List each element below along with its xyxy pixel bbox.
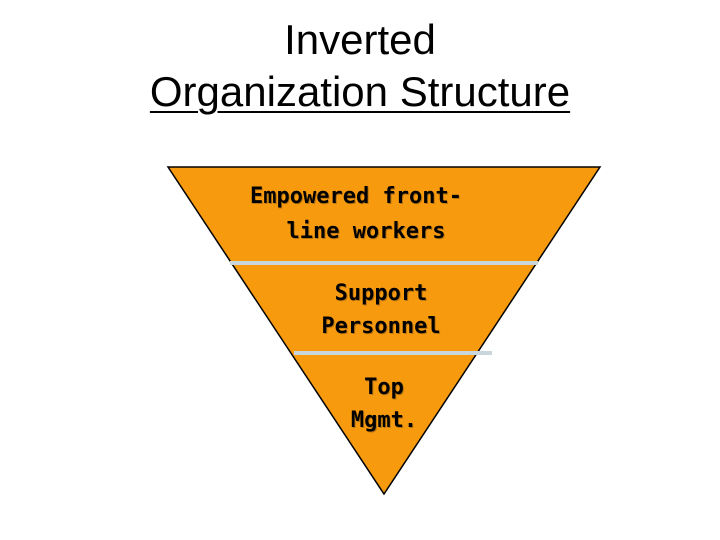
tier-middle-line-1: Support xyxy=(335,281,428,306)
tier-middle-line-1-shadow: Support xyxy=(336,282,429,307)
tier-bottom-line-2-shadow: Mgmt. xyxy=(352,409,418,434)
tier-bottom-line-1: Top xyxy=(364,375,404,400)
tier-middle: Support Support Personnel Personnel xyxy=(321,281,441,340)
tier-bottom: Top Top Mgmt. Mgmt. xyxy=(351,375,418,434)
inverted-triangle xyxy=(166,166,602,496)
tier-top-line-1-shadow: Empowered front- xyxy=(251,185,463,210)
tier-middle-line-2: Personnel xyxy=(321,314,440,339)
tier-middle-line-2-shadow: Personnel xyxy=(322,315,441,340)
title-line-2: Organization Structure xyxy=(149,68,571,115)
tier-top-line-2-shadow: line workers xyxy=(288,220,447,245)
tier-top: Empowered front- Empowered front- line w… xyxy=(250,184,463,245)
tier-top-line-1: Empowered front- xyxy=(250,184,462,209)
title-line-1: Inverted xyxy=(284,16,436,63)
slide-title: Inverted Organization Structure xyxy=(0,14,720,118)
tier-top-line-2: line workers xyxy=(287,219,446,244)
tier-bottom-line-1-shadow: Top xyxy=(365,376,405,401)
tier-bottom-line-2: Mgmt. xyxy=(351,408,417,433)
